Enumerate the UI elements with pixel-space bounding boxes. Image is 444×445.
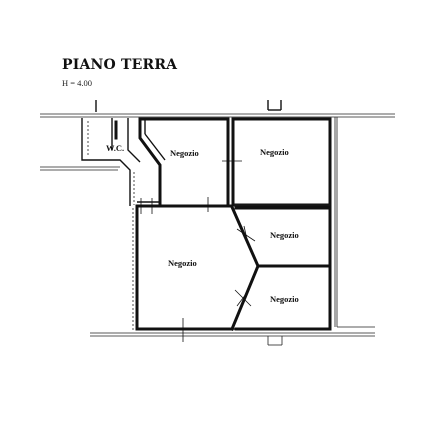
shop-large-walls <box>132 204 260 331</box>
left-boundary <box>40 166 120 171</box>
room-label-shop-bottom-right: Negozio <box>270 294 299 304</box>
room-label-shop-top-left: Negozio <box>170 148 199 158</box>
room-label-shop-top-right: Negozio <box>260 147 289 157</box>
shop-top-right-walls <box>231 117 332 207</box>
room-label-shop-large: Negozio <box>168 258 197 268</box>
right-boundary <box>334 117 375 328</box>
middle-wall <box>135 201 234 208</box>
shop-top-left-walls <box>138 117 230 208</box>
top-boundary <box>40 100 395 118</box>
floor-title: PIANO TERRA <box>62 57 178 73</box>
opening-marks <box>140 152 256 342</box>
ceiling-height-note: H = 4.00 <box>62 78 93 88</box>
shop-right-walls <box>232 206 332 331</box>
room-label-shop-mid-right: Negozio <box>270 230 299 240</box>
room-label-wc: W.C. <box>106 143 124 153</box>
bottom-boundary <box>90 332 375 346</box>
wc-block <box>81 118 141 206</box>
